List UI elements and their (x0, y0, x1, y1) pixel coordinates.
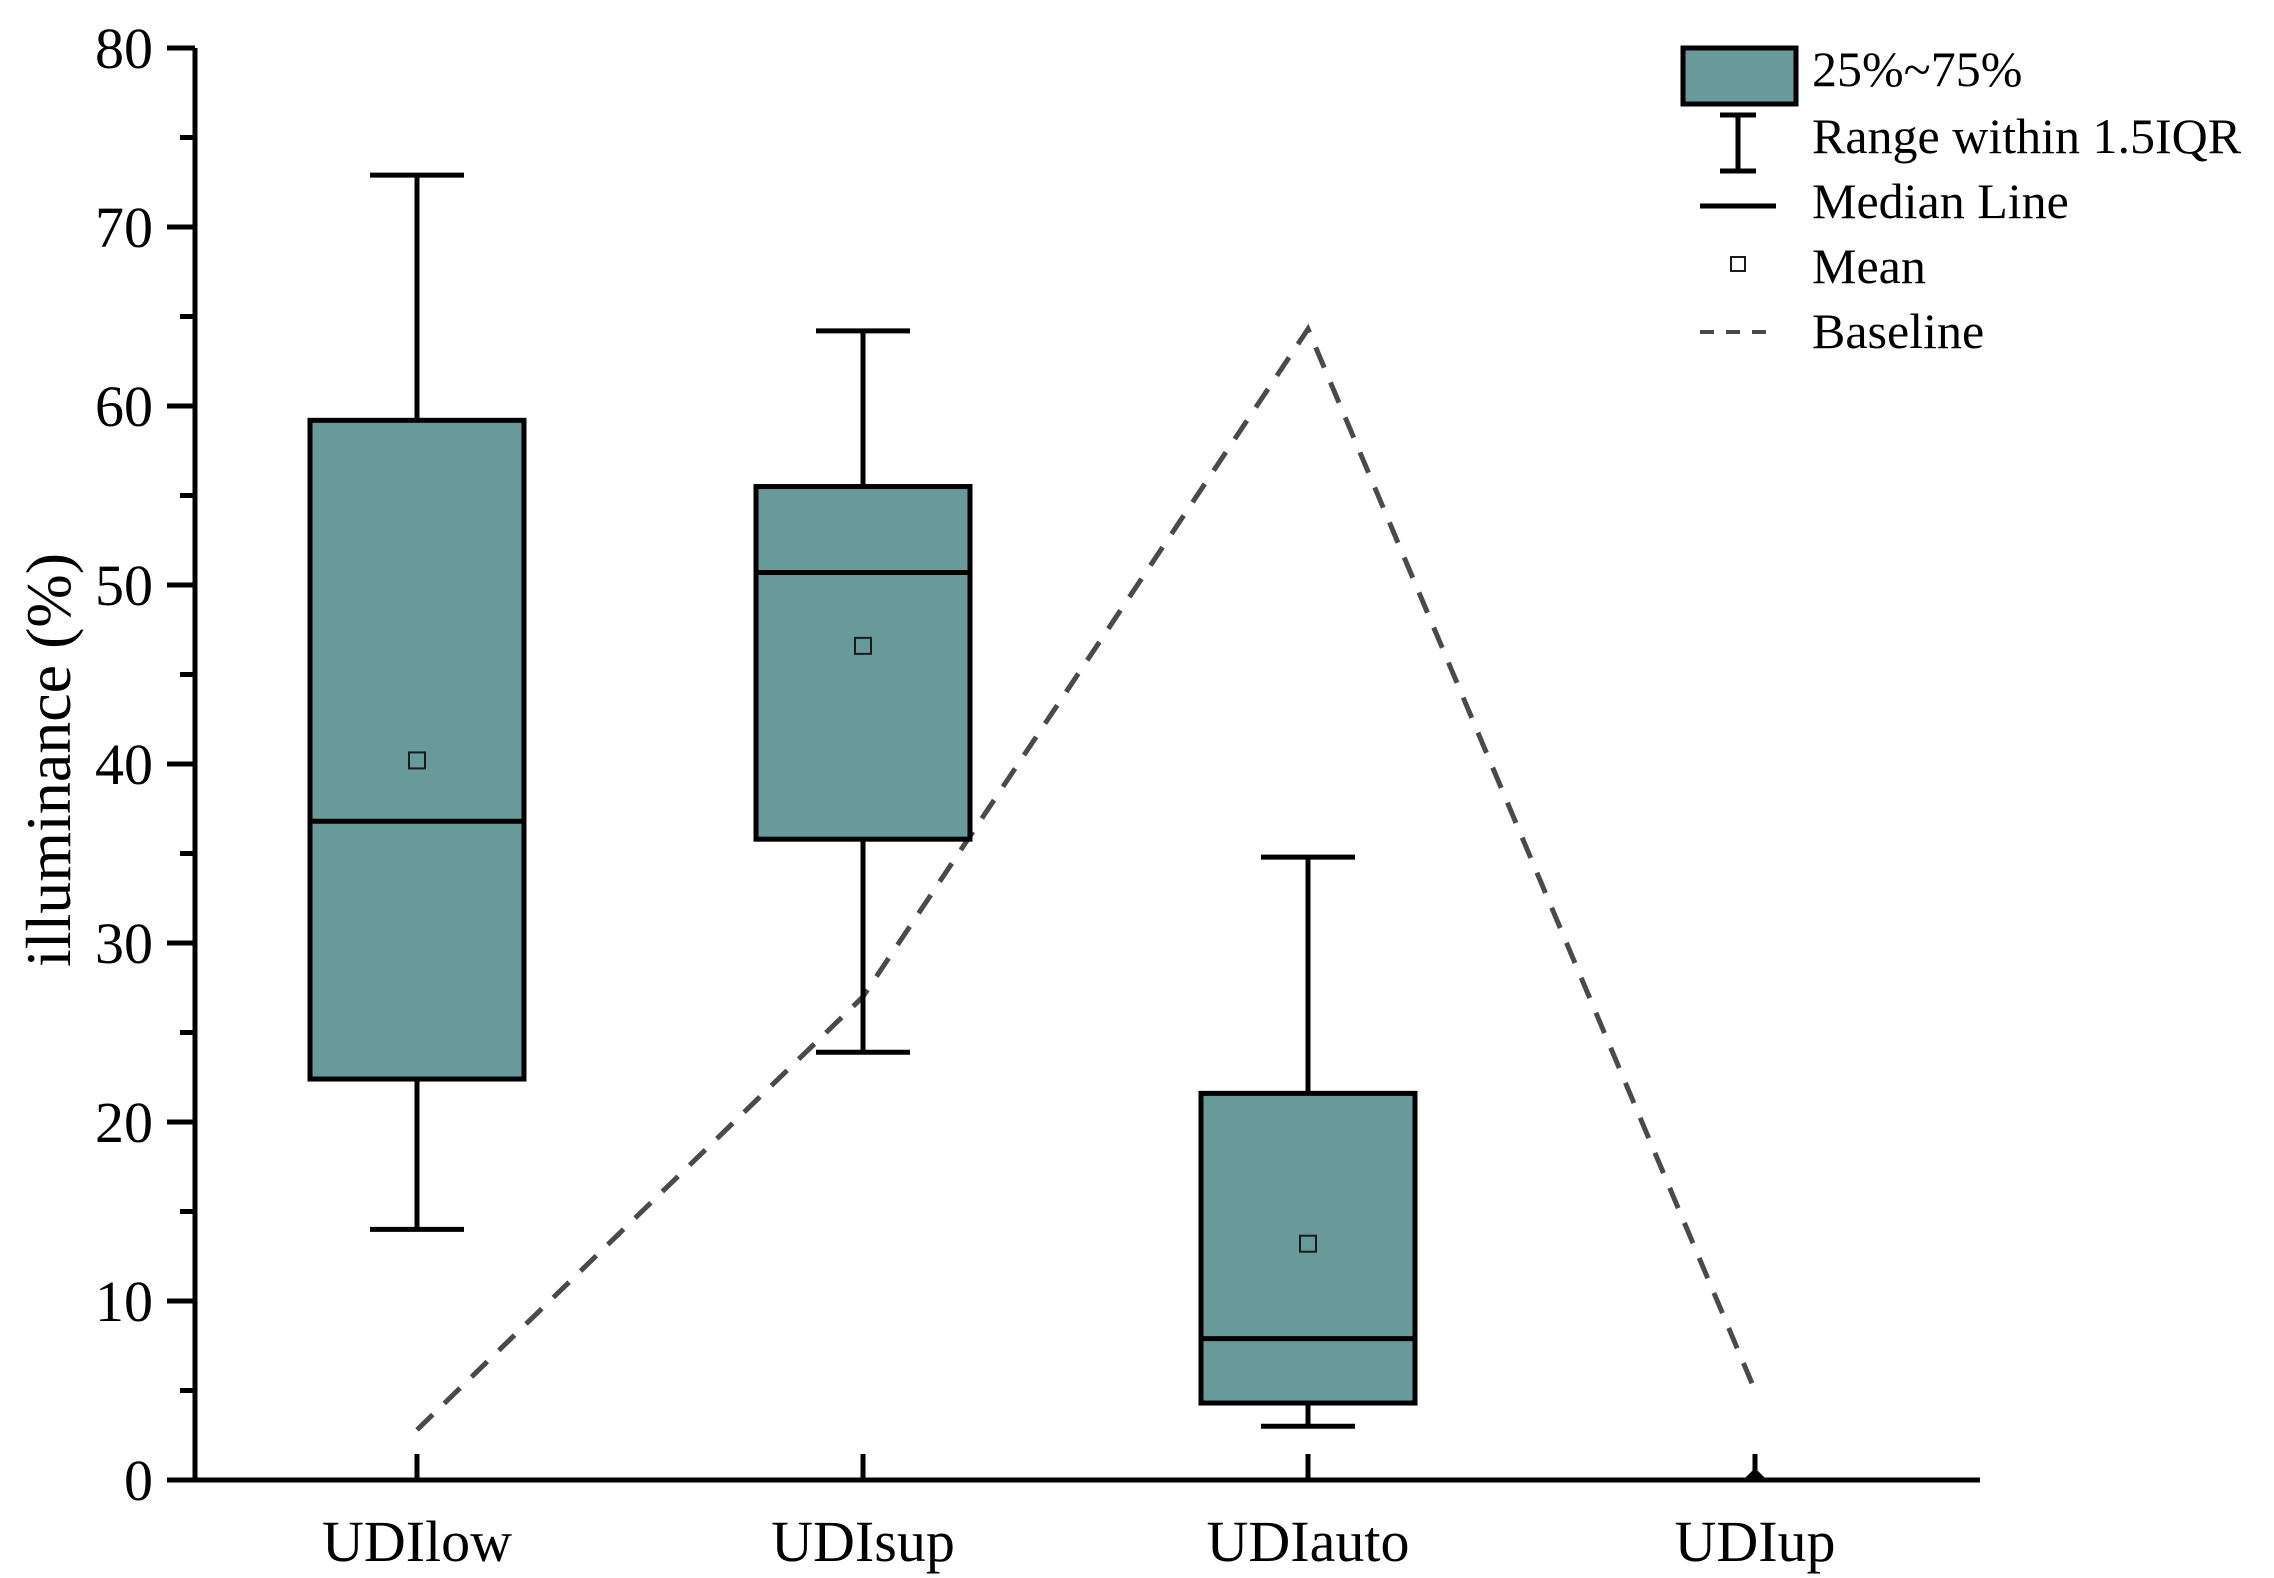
legend-item-mean: Mean (1730, 238, 1926, 294)
box-UDIauto (1198, 854, 1418, 1429)
mean-marker (854, 636, 872, 655)
legend-label: Baseline (1812, 303, 1984, 359)
y-axis-label: illuminance (%) (13, 553, 84, 967)
iqr-box (753, 484, 973, 842)
legend-label: Range within 1.5IQR (1812, 108, 2242, 164)
legend-item-baseline: Baseline (1700, 303, 1984, 359)
y-tick-label: 70 (95, 195, 153, 260)
x-category-label: UDIup (1674, 1509, 1835, 1574)
legend-label: Median Line (1812, 173, 2069, 229)
legend-mean-symbol (1730, 256, 1746, 272)
legend: 25%~75% Range within 1.5IQR Median LineMea… (1680, 41, 2242, 359)
y-tick-label: 20 (95, 1090, 153, 1155)
legend-label: 25%~75% (1812, 41, 2022, 97)
box-UDIsup (753, 328, 973, 1055)
legend-item-whisker: Range within 1.5IQR (1720, 108, 2242, 174)
box-UDIup (1743, 1456, 1767, 1480)
x-category-label: UDIsup (771, 1509, 955, 1574)
y-tick-label: 10 (95, 1269, 153, 1334)
y-tick-label: 0 (124, 1448, 153, 1513)
legend-box-swatch (1680, 45, 1799, 107)
boxes-layer (307, 172, 1767, 1480)
mean-marker (408, 751, 426, 770)
legend-label: Mean (1812, 238, 1926, 294)
legend-item-median: Median Line (1700, 173, 2069, 229)
y-tick-label: 30 (95, 911, 153, 976)
iqr-box (307, 417, 527, 1082)
box-UDIlow (307, 172, 527, 1232)
legend-item-box: 25%~75% (1680, 41, 2022, 107)
y-tick-label: 80 (95, 16, 153, 81)
y-tick-label: 60 (95, 374, 153, 439)
mean-marker (1299, 1234, 1317, 1253)
baseline-series-line (415, 323, 1758, 1432)
x-category-label: UDIauto (1207, 1509, 1410, 1574)
collapsed-box-marker (1743, 1468, 1767, 1480)
x-category-label: UDIlow (322, 1509, 512, 1574)
baseline-layer (415, 323, 1758, 1432)
y-tick-label: 50 (95, 553, 153, 618)
y-tick-label: 40 (95, 732, 153, 797)
